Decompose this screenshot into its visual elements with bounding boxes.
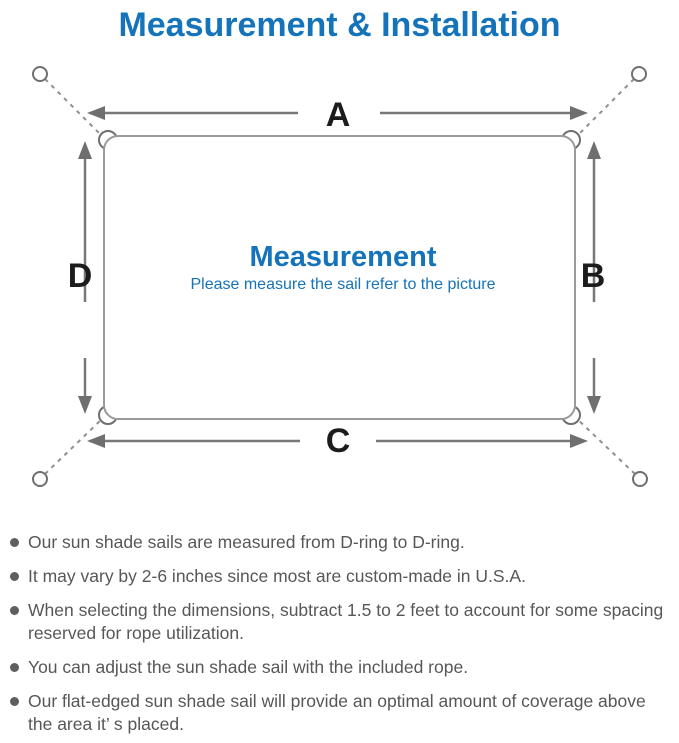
anchor-circle-top-right — [631, 66, 647, 82]
anchor-circle-bottom-right — [632, 471, 648, 487]
dimension-label-c: C — [326, 422, 351, 460]
anchor-circle-bottom-left — [32, 471, 48, 487]
page-title: Measurement & Installation — [118, 6, 561, 44]
diagram-center-title: Measurement — [250, 241, 437, 273]
diagram-center-subtitle: Please measure the sail refer to the pic… — [190, 276, 495, 293]
arrowhead-d-top — [78, 141, 92, 159]
dimension-label-a: A — [326, 96, 351, 134]
dimension-label-b: B — [581, 257, 606, 295]
arrowhead-b-bottom — [587, 396, 601, 414]
bullet-icon — [10, 697, 19, 706]
measurement-diagram: A C D B Measurement Please measure the s… — [32, 66, 648, 487]
arrowhead-c-right — [570, 434, 588, 448]
bullet-icon — [10, 572, 19, 581]
note-item: When selecting the dimensions, subtract … — [10, 599, 671, 645]
note-text: It may vary by 2-6 inches since most are… — [28, 566, 526, 586]
note-text: When selecting the dimensions, subtract … — [28, 600, 664, 643]
bullet-icon — [10, 663, 19, 672]
page: Measurement & Installation A C — [0, 4, 679, 743]
rope-line-top-left — [44, 78, 105, 139]
note-item: It may vary by 2-6 inches since most are… — [10, 565, 671, 588]
bullet-icon — [10, 606, 19, 615]
note-text: Our flat-edged sun shade sail will provi… — [28, 691, 646, 734]
anchor-circle-top-left — [32, 66, 48, 82]
arrowhead-a-left — [87, 106, 105, 120]
rope-line-bottom-right — [574, 416, 636, 475]
rope-line-bottom-left — [44, 416, 105, 475]
bullet-icon — [10, 538, 19, 547]
note-item: You can adjust the sun shade sail with t… — [10, 656, 671, 679]
notes-list: Our sun shade sails are measured from D-… — [0, 531, 679, 736]
arrowhead-d-bottom — [78, 396, 92, 414]
note-item: Our flat-edged sun shade sail will provi… — [10, 690, 671, 736]
note-text: You can adjust the sun shade sail with t… — [28, 657, 469, 677]
dimension-label-d: D — [68, 257, 93, 295]
rope-line-top-right — [574, 78, 635, 139]
sail-rectangle — [103, 135, 576, 420]
note-text: Our sun shade sails are measured from D-… — [28, 532, 465, 552]
arrowhead-a-right — [570, 106, 588, 120]
arrowhead-b-top — [587, 141, 601, 159]
note-item: Our sun shade sails are measured from D-… — [10, 531, 671, 554]
arrowhead-c-left — [87, 434, 105, 448]
